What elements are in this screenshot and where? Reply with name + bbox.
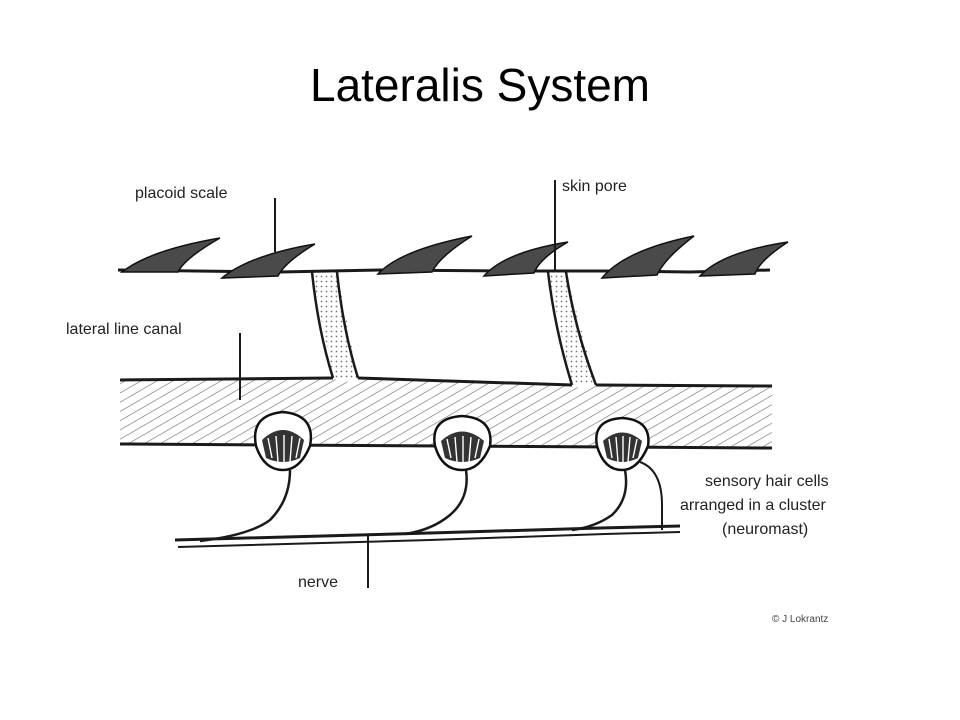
label-nerve: nerve (298, 574, 338, 591)
neuromast (253, 410, 313, 472)
placoid-scale (219, 243, 316, 279)
slide-title: Lateralis System (309, 59, 650, 111)
label-neuromast-line1: sensory hair cells (705, 473, 829, 490)
placoid-scale (482, 241, 569, 277)
label-placoid-scale: placoid scale (135, 185, 228, 202)
placoid-scales (119, 235, 789, 279)
neuromasts (253, 410, 650, 472)
credit-text: © J Lokrantz (772, 614, 828, 625)
label-neuromast-line2: arranged in a cluster (680, 497, 827, 514)
placoid-scale (600, 235, 695, 279)
label-skin-pore: skin pore (562, 178, 627, 195)
nerve (174, 469, 681, 548)
placoid-scale (698, 241, 789, 277)
placoid-scale (119, 237, 221, 273)
pore-tubes (310, 271, 598, 386)
label-neuromast-line3: (neuromast) (722, 521, 808, 538)
neuromast (433, 414, 492, 472)
placoid-scale (376, 235, 473, 275)
neuromast (595, 416, 650, 472)
label-lateral-line-canal: lateral line canal (66, 321, 182, 338)
skin-surface-line (117, 268, 771, 274)
leader-neuromast (639, 461, 663, 530)
